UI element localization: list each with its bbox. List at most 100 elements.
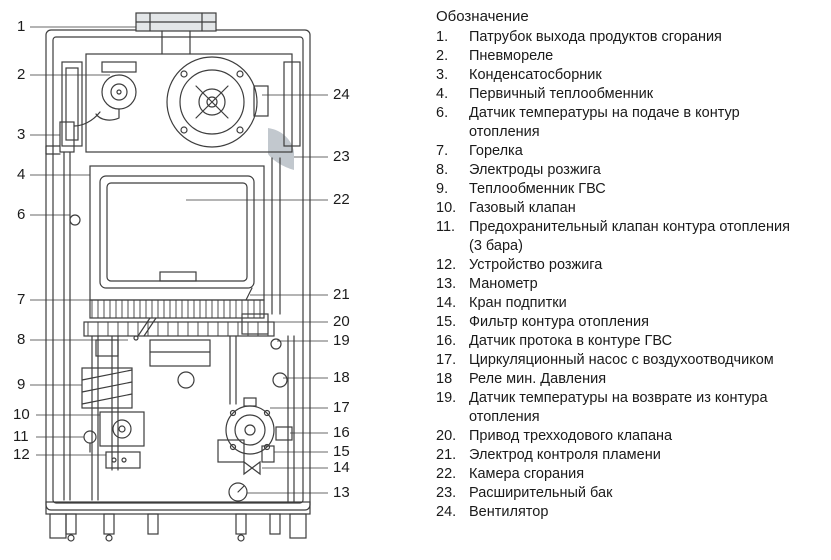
legend-item-number: 24. bbox=[436, 504, 457, 520]
legend-item-text: Циркуляционный насос с воздухоотводчиком bbox=[469, 352, 774, 368]
legend-item-number: 10. bbox=[436, 200, 457, 216]
callout-9: 9 bbox=[17, 376, 26, 393]
legend-item-text: Манометр bbox=[469, 276, 538, 292]
legend-item-number: 22. bbox=[436, 466, 457, 482]
legend-item-text: Фильтр контура отопления bbox=[469, 314, 649, 330]
legend-item: 14. Кран подпитки bbox=[436, 294, 804, 313]
boiler-diagram-pane: 1 2 3 4 6 7 8 9 10 11 12 24 23 22 21 20 … bbox=[13, 12, 350, 542]
legend-item-number: 16. bbox=[436, 333, 457, 349]
callout-8: 8 bbox=[17, 331, 26, 348]
legend: Обозначение 1. Патрубок выхода продуктов… bbox=[436, 7, 804, 522]
legend-item-number: 19. bbox=[436, 390, 457, 406]
callout-22: 22 bbox=[333, 191, 350, 208]
legend-item-text: Патрубок выхода продуктов сгорания bbox=[469, 29, 722, 45]
callout-19: 19 bbox=[333, 332, 350, 349]
legend-item-number: 23. bbox=[436, 485, 457, 501]
leader-lines bbox=[30, 26, 328, 494]
legend-item: 13. Манометр bbox=[436, 275, 804, 294]
legend-item-number: 20. bbox=[436, 428, 457, 444]
legend-item: 18 Реле мин. Давления bbox=[436, 370, 804, 389]
legend-item-number: 2. bbox=[436, 48, 449, 64]
flue-outlet bbox=[135, 12, 217, 55]
legend-item-number: 21. bbox=[436, 447, 457, 463]
callout-7: 7 bbox=[17, 291, 26, 308]
gas-valve bbox=[99, 411, 145, 447]
sensors bbox=[69, 214, 288, 388]
legend-item: 24. Вентилятор bbox=[436, 503, 804, 522]
combustion-chamber bbox=[89, 165, 265, 301]
callout-21: 21 bbox=[333, 286, 350, 303]
flow-sensor bbox=[275, 426, 293, 441]
callout-20: 20 bbox=[333, 313, 350, 330]
callout-14: 14 bbox=[333, 459, 350, 476]
legend-item: 3. Конденсатосборник bbox=[436, 66, 804, 85]
legend-item-number: 15. bbox=[436, 314, 457, 330]
legend-item-text: Реле мин. Давления bbox=[469, 371, 607, 387]
hydraulic-blocks bbox=[95, 339, 245, 463]
legend-item-text: Привод трехходового клапана bbox=[469, 428, 673, 444]
legend-item: 15. Фильтр контура отопления bbox=[436, 313, 804, 332]
legend-item-text: Камера сгорания bbox=[469, 466, 585, 482]
legend-item-text: Пневмореле bbox=[469, 48, 554, 64]
callout-17: 17 bbox=[333, 399, 350, 416]
legend-item-number: 14. bbox=[436, 295, 457, 311]
callout-4: 4 bbox=[17, 166, 26, 183]
legend-item-number: 17. bbox=[436, 352, 457, 368]
pipes bbox=[63, 151, 295, 503]
legend-item-number: 3. bbox=[436, 67, 449, 83]
legend-item-number: 12. bbox=[436, 257, 457, 273]
callout-16: 16 bbox=[333, 424, 350, 441]
legend-item-text: Первичный теплообменник bbox=[469, 86, 654, 102]
callout-13: 13 bbox=[333, 484, 350, 501]
fan-chamber bbox=[61, 53, 301, 153]
condensate-trap bbox=[45, 111, 101, 155]
legend-item-text: Датчик протока в контуре ГВС bbox=[469, 333, 673, 349]
filter bbox=[261, 445, 275, 463]
callout-23: 23 bbox=[333, 148, 350, 165]
callout-2: 2 bbox=[17, 66, 26, 83]
callout-15: 15 bbox=[333, 443, 350, 460]
flame-electrode bbox=[245, 287, 253, 301]
legend-item: 17. Циркуляционный насос с воздухоотводч… bbox=[436, 351, 804, 370]
legend-item-text: Вентилятор bbox=[469, 504, 549, 520]
legend-item: 22. Камера сгорания bbox=[436, 465, 804, 484]
pump bbox=[225, 397, 275, 455]
legend-item: 6. Датчик температуры на подаче в контур… bbox=[436, 104, 804, 142]
legend-item-number: 18 bbox=[436, 371, 453, 387]
legend-item: 23. Расширительный бак bbox=[436, 484, 804, 503]
legend-title: Обозначение bbox=[436, 8, 529, 25]
legend-item-text: Теплообменник ГВС bbox=[469, 181, 606, 197]
fan bbox=[166, 56, 269, 148]
legend-item-number: 8. bbox=[436, 162, 449, 178]
callout-24: 24 bbox=[333, 86, 350, 103]
boiler-drawing bbox=[30, 12, 328, 542]
legend-item: 8. Электроды розжига bbox=[436, 161, 804, 180]
legend-item: 20. Привод трехходового клапана bbox=[436, 427, 804, 446]
legend-item: 11. Предохранительный клапан контура ото… bbox=[436, 218, 804, 256]
legend-item: 16. Датчик протока в контуре ГВС bbox=[436, 332, 804, 351]
legend-item: 10. Газовый клапан bbox=[436, 199, 804, 218]
legend-item-text: Датчик температуры на подаче в контур от… bbox=[469, 105, 740, 140]
ignition-electrodes bbox=[133, 317, 157, 341]
burner-fins bbox=[89, 299, 265, 319]
legend-item-number: 7. bbox=[436, 143, 449, 159]
legend-item-text: Конденсатосборник bbox=[469, 67, 602, 83]
legend-item-text: Электроды розжига bbox=[469, 162, 601, 178]
legend-item: 9. Теплообменник ГВС bbox=[436, 180, 804, 199]
expansion-tank-shade bbox=[268, 128, 294, 170]
legend-item: 21. Электрод контроля пламени bbox=[436, 446, 804, 465]
legend-item-text: Газовый клапан bbox=[469, 200, 576, 216]
legend-item-number: 4. bbox=[436, 86, 449, 102]
legend-item-text: Электрод контроля пламени bbox=[469, 447, 661, 463]
legend-item-text: Кран подпитки bbox=[469, 295, 567, 311]
callout-3: 3 bbox=[17, 126, 26, 143]
legend-item-text: Горелка bbox=[469, 143, 523, 159]
callout-6: 6 bbox=[17, 206, 26, 223]
callout-10: 10 bbox=[13, 406, 30, 423]
legend-item: 12. Устройство розжига bbox=[436, 256, 804, 275]
legend-item-number: 1. bbox=[436, 29, 449, 45]
legend-item: 2. Пневмореле bbox=[436, 47, 804, 66]
ignition-unit bbox=[105, 451, 141, 469]
callout-11: 11 bbox=[13, 428, 29, 445]
